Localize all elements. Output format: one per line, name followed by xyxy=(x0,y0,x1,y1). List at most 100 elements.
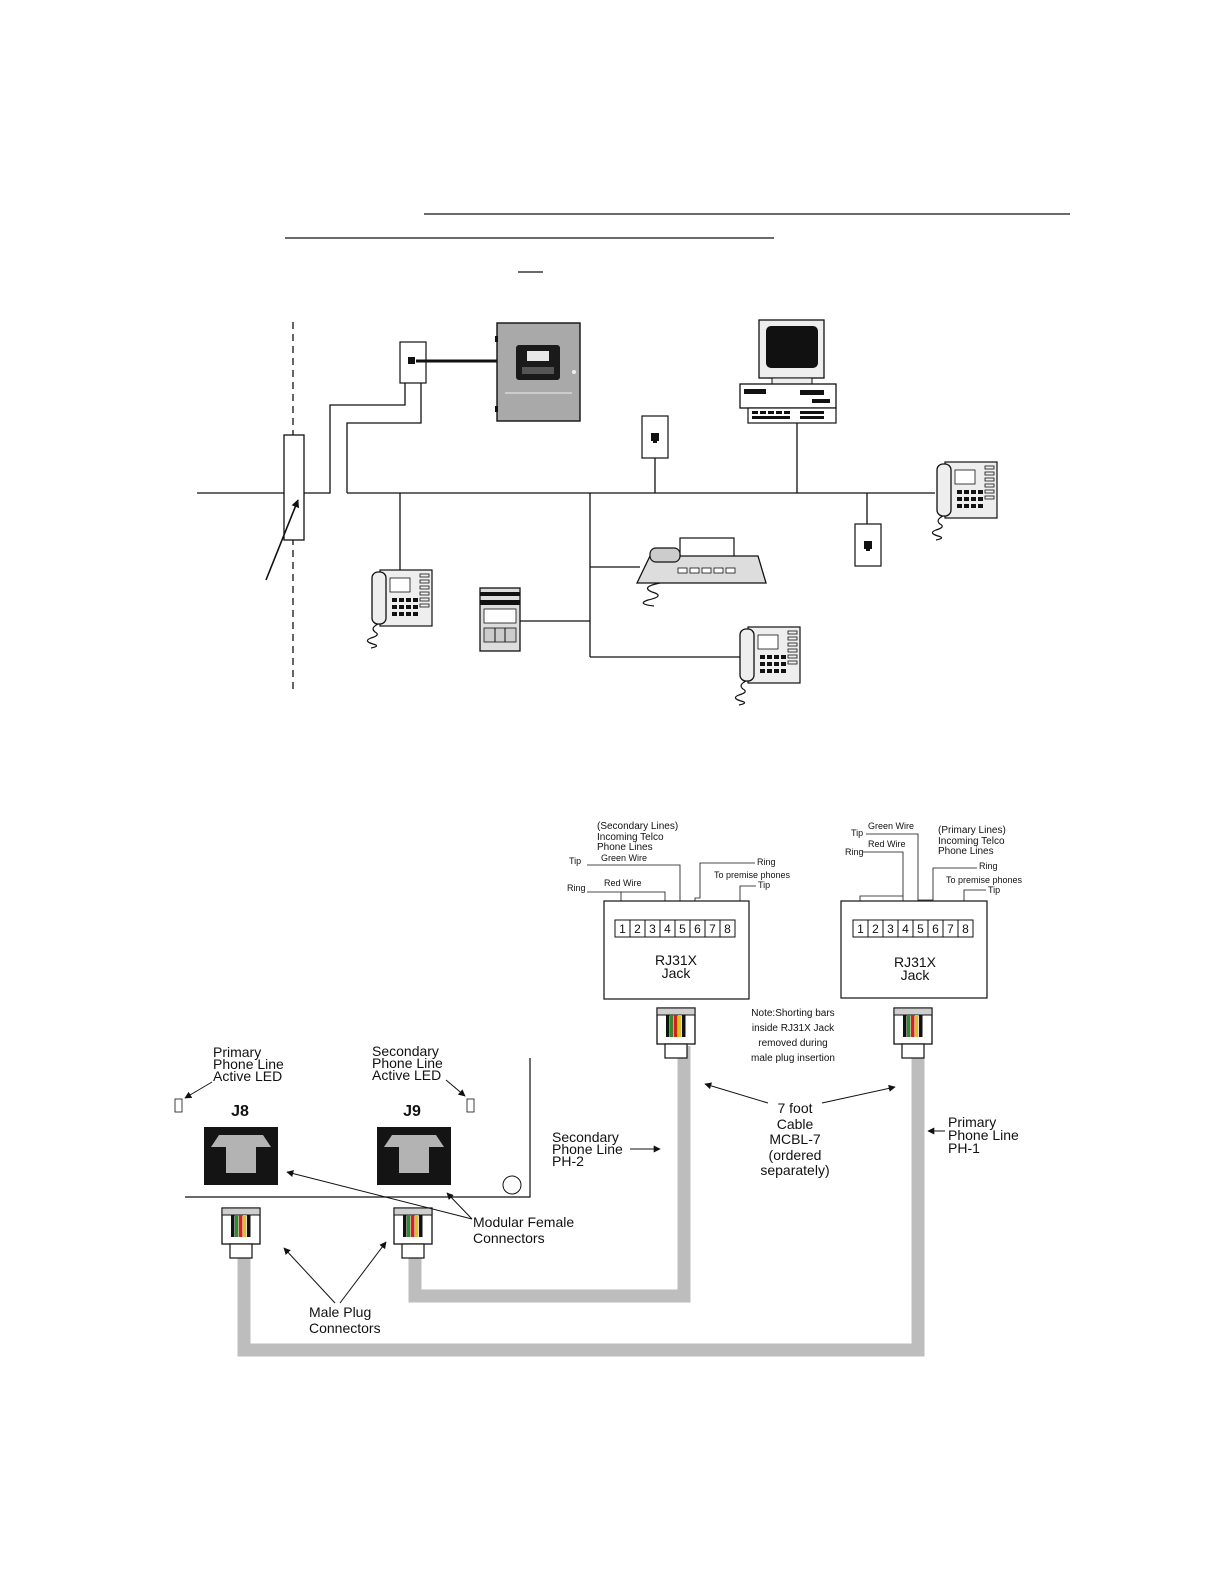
primary-jack-green-wire: Green Wire xyxy=(868,821,914,831)
pin-label-4: 4 xyxy=(664,922,671,936)
secondary-jack-title-1: RJ31X xyxy=(655,952,698,968)
secondary-jack-header-2: Incoming Telco xyxy=(597,832,664,843)
secondary-led-arrow xyxy=(445,1079,466,1097)
primary-jack-plug xyxy=(893,1007,933,1059)
j9-label: J9 xyxy=(403,1103,421,1120)
secondary-jack-body xyxy=(603,900,750,1000)
secondary-line-label-3: PH-2 xyxy=(552,1153,584,1169)
male-plug-label-2: Connectors xyxy=(309,1320,381,1336)
pin-box-8 xyxy=(719,919,736,938)
fax-machine xyxy=(635,537,767,607)
j9-female-connector xyxy=(377,1127,451,1185)
modular-female-arrow-j8 xyxy=(286,1170,473,1220)
primary-line-label-1: Primary xyxy=(948,1114,996,1130)
secondary-led-label: Secondary Phone Line Active LED xyxy=(372,1043,443,1083)
demarc-feed xyxy=(304,383,406,494)
pin-label-1: 1 xyxy=(857,922,864,936)
pin-label-8: 8 xyxy=(724,922,731,936)
pin-label-4: 4 xyxy=(902,922,909,936)
answering-machine xyxy=(479,587,521,652)
primary-jack-ring-left: Ring xyxy=(845,847,864,857)
modular-female-label-2: Connectors xyxy=(473,1230,545,1246)
pin-label-2: 2 xyxy=(634,922,641,936)
male-plug-arrow-right xyxy=(339,1241,387,1304)
primary-jack-title-2: Jack xyxy=(901,967,931,983)
pin-label-7: 7 xyxy=(947,922,954,936)
secondary-led xyxy=(466,1098,475,1113)
pin-box-8 xyxy=(957,919,974,938)
secondary-led-label-2: Phone Line xyxy=(372,1055,443,1071)
cable-label-4: (ordered xyxy=(769,1147,822,1163)
note-line-4: male plug insertion xyxy=(751,1053,835,1064)
pin-label-1: 1 xyxy=(619,922,626,936)
premises-wiring-diagram xyxy=(197,319,998,706)
j9-male-plug xyxy=(393,1207,433,1259)
secondary-jack-ring-right: Ring xyxy=(757,857,776,867)
primary-jack-header-1: (Primary Lines) xyxy=(938,825,1006,836)
secondary-jack-to-premise: To premise phones xyxy=(714,870,791,880)
primary-jack-header-2: Incoming Telco xyxy=(938,836,1005,847)
cable-label-1: 7 foot xyxy=(777,1100,812,1116)
primary-jack-to-premise: To premise phones xyxy=(946,875,1023,885)
panel-mounting-hole xyxy=(502,1175,522,1195)
pin-label-3: 3 xyxy=(649,922,656,936)
primary-line-label-2: Phone Line xyxy=(948,1127,1019,1143)
secondary-rj31x-jack: (Secondary Lines) Incoming Telco Phone L… xyxy=(567,821,791,1000)
primary-led-label-1: Primary xyxy=(213,1044,261,1060)
secondary-jack-tip-right: Tip xyxy=(758,880,770,890)
primary-led-label-2: Phone Line xyxy=(213,1056,284,1072)
secondary-line-label-1: Secondary xyxy=(552,1129,619,1145)
male-plug-arrow-left xyxy=(283,1247,336,1304)
wall-jack-center xyxy=(641,415,669,459)
secondary-jack-header-1: (Secondary Lines) xyxy=(597,821,678,832)
primary-led-arrow xyxy=(184,1081,213,1099)
pin-label-5: 5 xyxy=(679,922,686,936)
primary-led-label: Primary Phone Line Active LED xyxy=(213,1044,284,1084)
note-line-3: removed during xyxy=(758,1038,827,1049)
primary-jack-ring-right: Ring xyxy=(979,861,998,871)
pin-label-6: 6 xyxy=(932,922,939,936)
secondary-jack-green-wire: Green Wire xyxy=(601,853,647,863)
primary-jack-tip-left: Tip xyxy=(851,828,863,838)
telephone-bottom xyxy=(734,626,801,706)
cable-label: 7 foot Cable MCBL-7 (ordered separately) xyxy=(760,1100,829,1178)
rj31x-wall-jack-port xyxy=(408,357,415,364)
primary-line-label-3: PH-1 xyxy=(948,1140,980,1156)
primary-jack-tip-right: Tip xyxy=(988,885,1000,895)
cable-arrow-left xyxy=(704,1082,769,1104)
note-line-1: Note:Shorting bars xyxy=(751,1008,834,1019)
alarm-control-panel xyxy=(495,322,581,422)
pin-label-5: 5 xyxy=(917,922,924,936)
primary-jack-body xyxy=(840,900,988,999)
j8-male-plug xyxy=(221,1207,261,1259)
primary-led-label-3: Active LED xyxy=(213,1068,282,1084)
pin-label-7: 7 xyxy=(709,922,716,936)
cable-label-2: Cable xyxy=(777,1116,814,1132)
primary-rj31x-jack: (Primary Lines) Incoming Telco Phone Lin… xyxy=(840,821,1023,999)
cable-arrow-right xyxy=(821,1084,896,1104)
demarc-return xyxy=(346,383,422,493)
pin-label-6: 6 xyxy=(694,922,701,936)
secondary-jack-title-2: Jack xyxy=(662,965,692,981)
secondary-led-label-1: Secondary xyxy=(372,1043,439,1059)
pin-label-3: 3 xyxy=(887,922,894,936)
cable-label-3: MCBL-7 xyxy=(769,1131,821,1147)
shorting-bar-note: Note:Shorting bars inside RJ31X Jack rem… xyxy=(751,1008,835,1064)
wall-jack-right xyxy=(854,523,882,567)
telephone-left xyxy=(366,569,433,649)
secondary-line-label-2: Phone Line xyxy=(552,1141,623,1157)
computer xyxy=(739,319,837,424)
secondary-jack-red-wire: Red Wire xyxy=(604,878,642,888)
modular-female-arrow-j9 xyxy=(446,1192,473,1220)
cable-label-5: separately) xyxy=(760,1162,829,1178)
secondary-jack-ring-left: Ring xyxy=(567,883,586,893)
primary-cable xyxy=(237,1046,925,1357)
primary-jack-header-3: Phone Lines xyxy=(938,846,994,857)
pin-label-8: 8 xyxy=(962,922,969,936)
primary-led xyxy=(174,1098,183,1113)
male-plug-label-1: Male Plug xyxy=(309,1304,371,1320)
secondary-led-label-3: Active LED xyxy=(372,1067,441,1083)
demarc-block xyxy=(283,434,305,541)
j8-label: J8 xyxy=(231,1103,249,1120)
